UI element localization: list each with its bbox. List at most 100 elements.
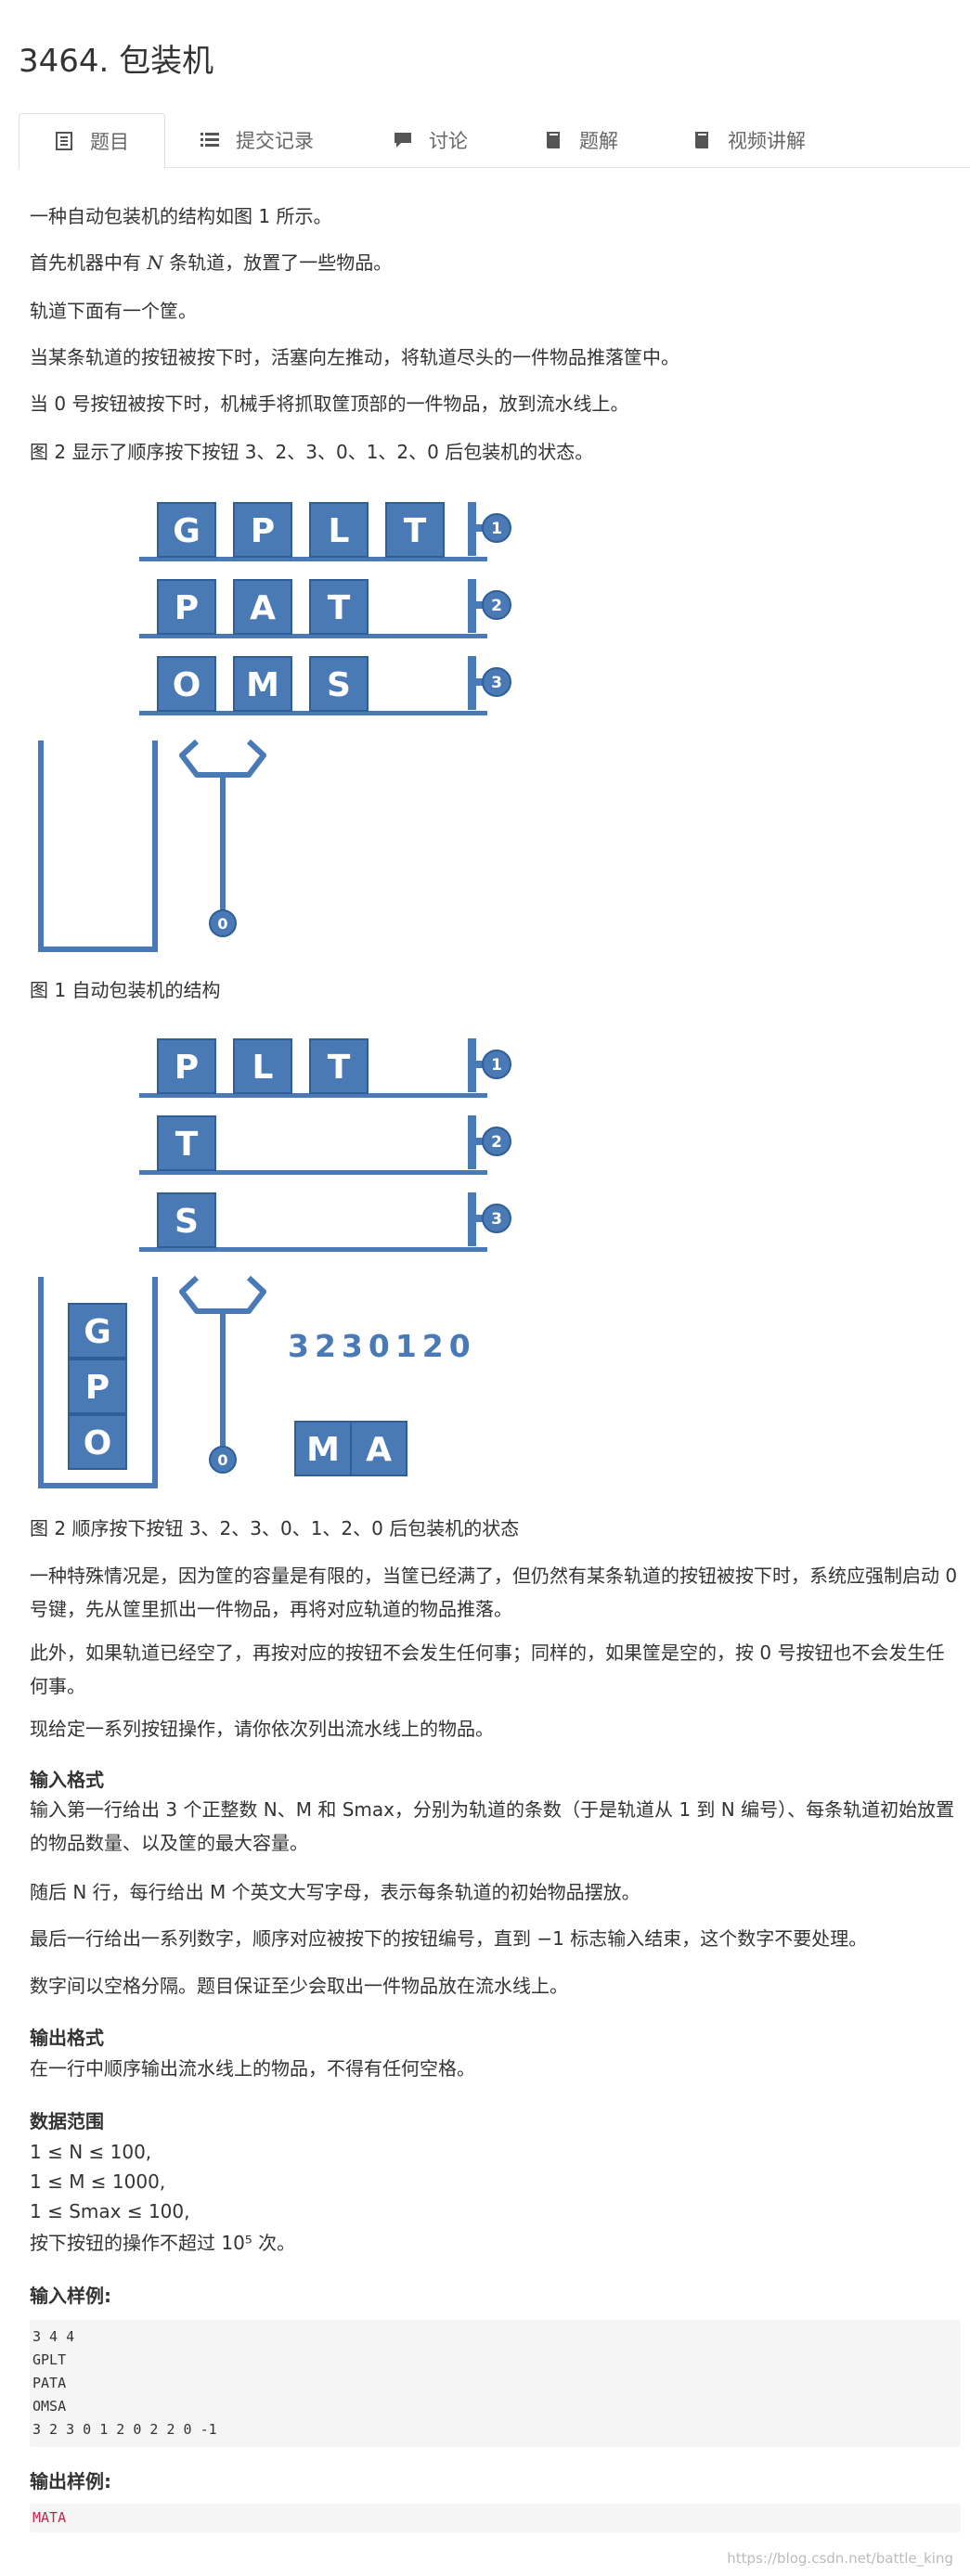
track-end-post (468, 656, 476, 710)
conveyor-item-box: M (294, 1421, 352, 1476)
code-line: GPLT (32, 2351, 67, 2368)
range-line: 1 ≤ Smax ≤ 100, (30, 2200, 190, 2222)
svg-text:P: P (175, 1049, 199, 1087)
figure-caption: 图 1 自动包装机的结构 (30, 979, 221, 1001)
tab-problem[interactable]: 题目 (19, 113, 165, 169)
claw (179, 739, 266, 778)
tab-submissions[interactable]: 提交记录 (200, 113, 314, 167)
svg-text:G: G (84, 1313, 111, 1351)
svg-text:L: L (252, 1049, 274, 1087)
basket-item-box: P (68, 1359, 127, 1414)
chat-bubble-icon (394, 131, 412, 149)
range-line: 1 ≤ N ≤ 100, (30, 2141, 152, 2163)
track-rail (139, 557, 487, 561)
tab-bar: 题目 提交记录 讨论 题解 视频讲解 (19, 113, 970, 169)
tab-video[interactable]: 视频讲解 (692, 113, 806, 167)
rule-paragraph: 现给定一系列按钮操作，请你依次列出流水线上的物品。 (30, 1718, 494, 1740)
svg-text:O: O (84, 1424, 112, 1462)
track-button: 2 (482, 590, 511, 620)
track-rail (139, 1093, 487, 1098)
svg-text:S: S (327, 666, 351, 704)
track-end-post (468, 1115, 476, 1169)
code-line: OMSA (32, 2398, 67, 2415)
code-line: 3 2 3 0 1 2 0 2 2 0 -1 (32, 2421, 217, 2438)
svg-text:T: T (175, 1126, 199, 1164)
book-icon (544, 131, 563, 149)
desc-paragraph: 首先机器中有 N 条轨道，放置了一些物品。 (30, 251, 393, 274)
svg-text:A: A (366, 1431, 392, 1469)
sample-input-block[interactable]: 3 4 4 GPLT PATA OMSA 3 2 3 0 1 2 0 2 2 0 -1 (30, 2320, 961, 2447)
tab-discussion[interactable]: 讨论 (394, 113, 468, 167)
range-line: 1 ≤ M ≤ 1000, (30, 2170, 166, 2193)
document-icon (55, 132, 73, 150)
track-rail (139, 1170, 487, 1175)
svg-text:T: T (328, 589, 351, 627)
tab-solutions[interactable]: 题解 (544, 113, 618, 167)
arm-pole (220, 775, 226, 926)
track-item-box: O (157, 656, 216, 712)
rule-paragraph: 此外，如果轨道已经空了，再按对应的按钮不会发生任何事；同样的，如果筐是空的，按 … (30, 1642, 945, 1697)
input-format-paragraph: 输入第一行给出 3 个正整数 N、M 和 Smax，分别为轨道的条数（于是轨道从… (30, 1798, 955, 1854)
track-item-box: S (157, 1192, 216, 1248)
track-item-box: T (309, 1038, 369, 1094)
track-rail (139, 711, 487, 715)
code-line: MATA (32, 2509, 67, 2526)
basket-item-box: O (68, 1414, 127, 1470)
sample-output-block[interactable]: MATA (30, 2504, 961, 2532)
track-button: 3 (482, 1204, 511, 1233)
input-format-paragraph: 数字间以空格分隔。题目保证至少会取出一件物品放在流水线上。 (30, 1975, 568, 1997)
desc-paragraph: 轨道下面有一个筐。 (30, 300, 197, 322)
conveyor-item-box: A (350, 1421, 407, 1476)
desc-paragraph: 图 2 显示了顺序按下按钮 3、2、3、0、1、2、0 后包装机的状态。 (30, 441, 594, 463)
input-format-paragraph: 最后一行给出一系列数字，顺序对应被按下的按钮编号，直到 −1 标志输入结束，这个… (30, 1927, 868, 1950)
arm-button: 0 (209, 1446, 237, 1474)
svg-text:S: S (175, 1203, 199, 1241)
track-rail (139, 634, 487, 638)
svg-text:A: A (250, 589, 276, 627)
book-icon (692, 131, 711, 149)
svg-text:O: O (173, 666, 201, 704)
tab-label: 讨论 (429, 130, 468, 152)
basket (38, 1277, 158, 1488)
basket (38, 741, 158, 952)
track-item-box: G (157, 502, 216, 558)
section-heading: 数据范围 (30, 2110, 104, 2132)
code-line: PATA (32, 2375, 67, 2391)
track-button: 1 (482, 513, 511, 543)
track-item-box: P (233, 502, 292, 558)
track-end-post (468, 1192, 476, 1246)
svg-text:3: 3 (491, 1210, 502, 1229)
track-item-box: L (309, 502, 369, 558)
claw (179, 1275, 266, 1314)
svg-text:2: 2 (491, 597, 502, 615)
track-item-box: P (157, 579, 216, 635)
svg-text:T: T (328, 1049, 351, 1087)
track-item-box: T (157, 1115, 216, 1171)
desc-paragraph: 当某条轨道的按钮被按下时，活塞向左推动，将轨道尽头的一件物品推落筐中。 (30, 346, 679, 368)
svg-text:1: 1 (491, 1056, 502, 1075)
track-item-box: M (233, 656, 292, 712)
tab-label: 视频讲解 (728, 130, 806, 152)
code-line: 3 4 4 (32, 2328, 75, 2345)
svg-text:M: M (306, 1431, 340, 1469)
track-rail (139, 1247, 487, 1252)
arm-button: 0 (209, 909, 237, 937)
svg-text:P: P (85, 1369, 110, 1407)
track-end-post (468, 502, 476, 556)
button-sequence: 3230120 (288, 1328, 476, 1364)
svg-text:L: L (329, 512, 350, 550)
arm-pole (220, 1311, 226, 1462)
svg-text:M: M (246, 666, 279, 704)
track-end-post (468, 579, 476, 633)
section-heading: 输出格式 (30, 2027, 104, 2049)
track-button: 3 (482, 667, 511, 697)
track-item-box: P (157, 1038, 216, 1094)
svg-text:1: 1 (491, 520, 502, 538)
section-heading: 输入格式 (30, 1769, 104, 1791)
track-item-box: L (233, 1038, 292, 1094)
svg-text:3: 3 (491, 674, 502, 692)
svg-text:P: P (251, 512, 275, 550)
watermark: https://blog.csdn.net/battle_king (727, 2550, 953, 2567)
